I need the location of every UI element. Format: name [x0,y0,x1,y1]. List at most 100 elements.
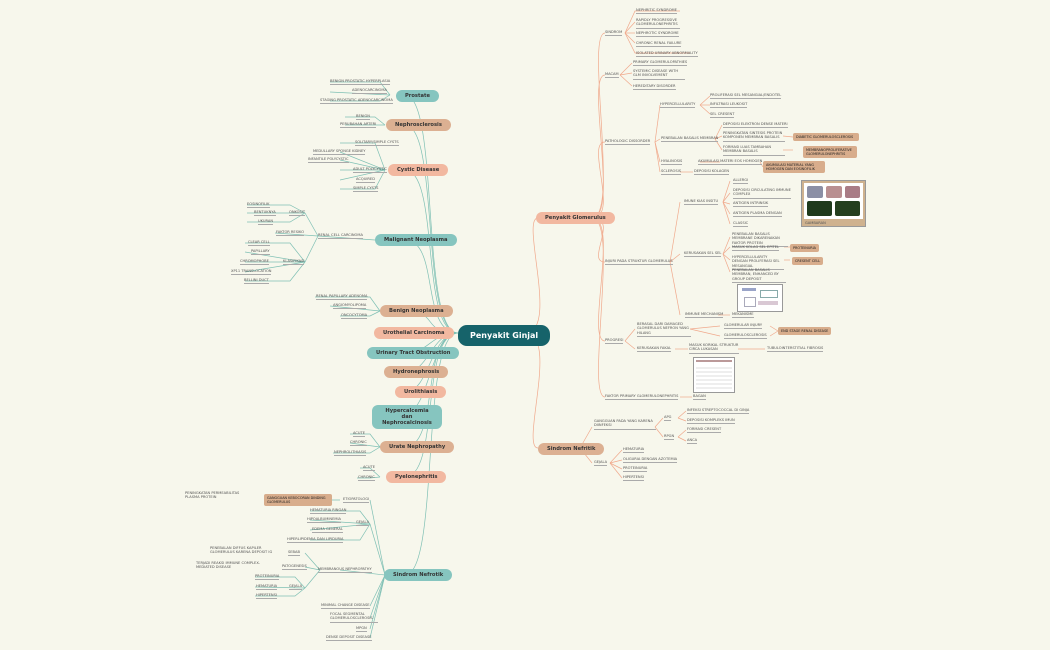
patogenesis: PATOGENESIS [282,564,307,571]
cystic-item: MEDULLARY SPONGE KIDNEY [313,149,366,156]
insitu-item: DEPOSISI CIRCULATING IMMUNE COMPLEX [733,188,791,199]
hyalinosis-item: AKUMULASI MATERI EOS HOMOGEN [698,159,763,166]
nefrotik-item: MPGN [356,626,367,633]
gejala-nefritik: GEJALA [594,460,608,467]
kerusakan-fakal: KERUSAKAN FAKAL [637,346,672,353]
gejala-1-item: HIPOALBUMINEMIA [307,517,341,524]
onkosit-item: EOSINOFILIK [247,202,270,209]
topic-sindrom-nefritik[interactable]: Sindrom Nefritik [538,443,605,455]
pathologic-disorder: PATHOLOGIC DISSORDER [605,139,651,146]
apg-item: INFEKSI STREPTOCOCCAL DI GINJA [687,408,750,415]
end-stage-renal-box: END STAGE RENAL DISEASE [778,327,832,335]
sindrom: SINDROM [605,30,623,37]
sclerosis: SCLEROSIS [661,169,682,176]
gejala-1-item: HIPERLIPIDEMIA DAN LIPIDURIA [287,537,344,544]
prostate-item: STAGING PROSTATIC ADENOCARCINOMA [320,98,393,105]
onkosit-item: BENTUKNYA [254,210,276,217]
rpgn-item: FORMASI CRESENT [687,427,722,434]
cystic-item: SOLITARY/SIMPLE CYSTS [355,140,399,147]
macam-item: SYSTEMIC DISEASE WITH GLM INVOLVEMENT [633,69,685,80]
faktor-primary: FAKTOR PRIMARY GLOMERULONEPHRITIS [605,394,679,401]
penebalan-item: DEPOSISI ELEKTRON DENSE MATERI [723,122,788,129]
kerusakan-sel: KERUSAKAN SEL SEL [684,251,722,258]
kerusakan-item: PENEBALAN BASALIS MEMBRANE DIKARENAKAN F… [732,232,788,247]
apg: APG [664,415,672,422]
urate-item: ACUTE [353,431,366,438]
klasifikasi-item: BELLINI DUCT [244,278,269,285]
gejala-nefritik-item: OLIGURIA DENGAN AZOTEMIA [623,457,678,464]
urate-item: CHRONIC [350,440,367,447]
gejala-2: GEJALA [289,584,303,591]
gejala-nefritik-item: HIPERTENSI [623,475,644,482]
topic-nephrosclerosis[interactable]: Nephrosclerosis [386,119,451,131]
glomerular-injury: GLOMERULAR INJURY [724,323,763,330]
etiopatologi-box: GANGGUAN KEBOCORAN DINDING GLOMERULUS [264,494,332,506]
sebab: SEBAB [288,550,300,557]
prostate-item: BENIGN PROSTATIC HYPERPLASIA [330,79,391,86]
benign-item: ANGIOMYOLIPOMA [333,303,367,310]
imune-insitu: IMUNE KIAS INSITU [684,199,719,206]
tubulointerstitial-fibrosis: TUBULOINTERSTITIAL FIBROSIS [767,346,824,353]
topic-urate-nephropathy[interactable]: Urate Nephropathy [380,441,455,453]
topic-sindrom-nefrotik[interactable]: Sindrom Nefrotik [384,569,453,581]
diabetic-glomerulosclerosis-box: DIABETIC GLOMERULOSCLEROSIS [793,133,859,141]
topic-prostate[interactable]: Prostate [396,90,439,102]
topic-pyelonephritis[interactable]: Pyelonephritis [386,471,447,483]
topic-penyakit-glomerulus[interactable]: Penyakit Glomerulus [536,212,615,224]
cystic-item: INFANTILE POLYCYSTIC [308,157,349,164]
gejala-2-item: PROTEINURIA [255,574,280,581]
membranous-nephropathy: MEMBRANOUS NEPHROPATHY [318,567,372,574]
topic-hydronephrosis[interactable]: Hydronephrosis [384,366,449,378]
penebalan-basalis: PENEBALAN BASALIS MEMBRAN [661,136,719,143]
onkosit: ONKOSIT [289,210,306,217]
topic-cystic-disease[interactable]: Cystic Disease [388,164,449,176]
insitu-item: ANTIGEN INTRINSIK [733,201,769,208]
mechanism-diagram [737,284,783,312]
gejala-1-item: EDEMA GENERAL [312,527,343,534]
penebalan-item: PENINGKATAN SINTESIS PROTEIN KOMPONEN ME… [723,131,785,142]
cystic-item: ACQUIRED [356,177,375,184]
photo-caption: GAMBARAN [805,221,826,225]
root-topic[interactable]: Penyakit Ginjal [458,325,551,346]
hyalinosis-box: AKUMULASI MATERIAL YANG HOMOGEN DAN EOSI… [763,161,825,173]
pyelo-item: CHRONIC [358,475,375,482]
progresi: PROGRESI [605,338,624,345]
klasifikasi-item: CLEAR CELL [248,240,270,247]
klasifikasi-item: PAPILLARY [251,249,270,256]
etiopatologi-desc: PENINGKATAN PERMEABILITAS PLASMA PROTEIN [185,491,240,500]
topic-urolithiasis[interactable]: Urolithiasis [395,386,447,398]
mekanisme: MEKANISME [732,312,754,319]
injuri-struktur: INJURI PADA STRUKTUR GLOMERULUS [605,259,673,266]
topic-urinary-tract-obstruction[interactable]: Urinary Tract Obstruction [367,347,460,359]
sindrom-item: NEPHROTIC SYNDROME [636,31,679,38]
topic-hypercalcemia[interactable]: Hypercalcemia dan Nephrocalcinosis [372,405,442,429]
topic-benign-neoplasma[interactable]: Benign Neoplasma [380,305,453,317]
nephrosclerosis-item: PERUBAHAN ARTERI [340,122,377,129]
onkosit-item: UKURAN [258,219,274,226]
immune-mechanism: IMMUNE MECHANISM [685,312,724,319]
macam-item: HEREDITARY DISORDER [633,84,676,91]
gejala-1: GEJALA [356,520,370,527]
hyalinosis: HYALINOSIS [661,159,683,166]
kerusakan-item: PENEBALAN BASALIS MEMBRAN, ENHANCED BY G… [732,268,786,283]
etiopatologi: ETIOPATOLOGI [343,497,370,504]
prostate-item: ADENOCARCINOMA [352,88,387,95]
sclerosis-item: DEPOSISI KOLAGEN [694,169,730,176]
cystic-item: ADULT POLYCYSTIC [353,167,387,174]
chart-table-image [693,357,735,393]
topic-malignant-neoplasma[interactable]: Malignant Neoplasma [375,234,457,246]
gejala-nefritik-item: HEMATURIA [623,447,645,454]
pyelo-item: ACUTE [363,465,376,472]
glomerulosclerosis: GLOMERULOSCLEROSIS [724,333,767,340]
bagan: BAGAN [693,394,706,401]
gejala-1-item: HEMATURIA RINGAN [310,508,347,515]
gejala-nefritik-item: PROTEINURIA [623,466,648,473]
progresi-item: BERASAL DARI DAMAGED GLOMERULUS NEFRON Y… [637,322,691,337]
sindrom-item: NEPHRITIC SYNDROME [636,8,677,15]
nephrosclerosis-item: BENIGN [356,114,370,121]
sindrom-item: RAPIDLY PROGRESSIVE GLOMERULONEPHRITIS [636,18,680,29]
klasifikasi-item: CHROMOPHOBE [240,259,269,266]
kerusakan-item: MASUK KOLAG SEL EPITEL [732,245,780,252]
cresent-cell-box: CRESENT CELL [792,257,824,265]
topic-urothelial-carcinoma[interactable]: Urothelial Carcinoma [374,327,454,339]
